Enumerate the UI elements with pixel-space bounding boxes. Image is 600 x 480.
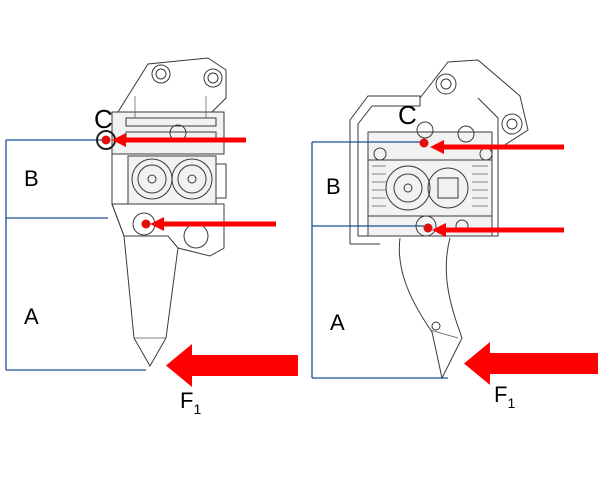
left-label-f1: F1 xyxy=(180,388,201,417)
right-arrow-c xyxy=(430,140,564,154)
left-pivot-point xyxy=(141,219,151,229)
right-arrow-f1 xyxy=(464,342,598,385)
right-label-c: C xyxy=(398,100,417,130)
right-label-f1: F1 xyxy=(494,382,515,411)
left-label-a: A xyxy=(24,304,39,329)
left-arrow-pivot xyxy=(150,217,276,231)
left-dimension-lines xyxy=(5,139,146,371)
left-ripper-drawing xyxy=(111,57,227,368)
right-pivot-point xyxy=(423,223,433,233)
right-point-c xyxy=(419,138,429,148)
left-label-b: B xyxy=(24,166,39,191)
left-label-c: C xyxy=(94,104,113,134)
left-arrow-c xyxy=(112,133,246,147)
right-dimension-lines xyxy=(311,141,448,379)
right-label-a: A xyxy=(330,310,345,335)
right-ripper-drawing xyxy=(349,59,529,380)
right-arrow-pivot xyxy=(432,223,564,237)
right-label-b: B xyxy=(326,174,341,199)
left-point-c xyxy=(101,135,111,145)
left-arrow-f1 xyxy=(166,344,298,387)
